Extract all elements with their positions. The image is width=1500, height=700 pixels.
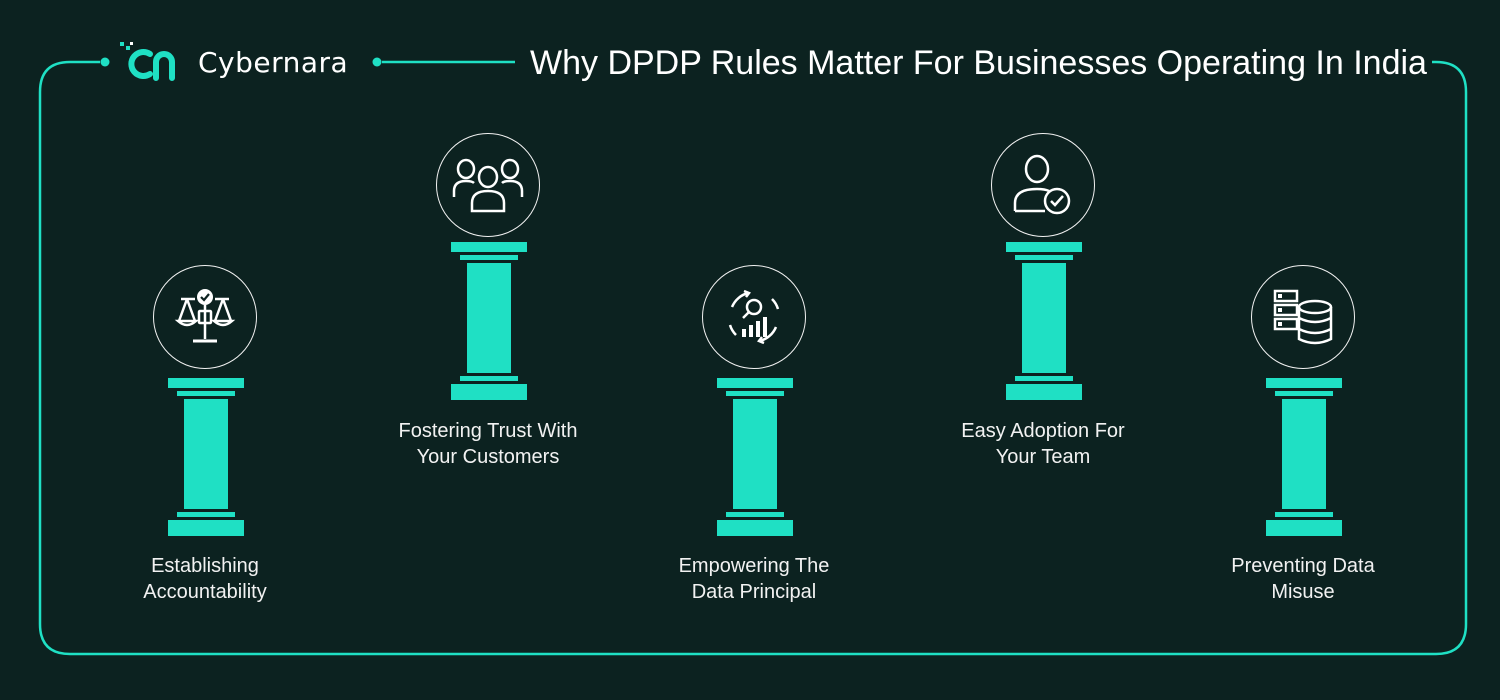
caption-2: Fostering Trust With Your Customers — [358, 418, 618, 470]
caption-line: Your Customers — [416, 446, 560, 468]
caption-line: Establishing — [151, 555, 259, 577]
search-analytics-icon — [702, 265, 806, 369]
caption-line: Empowering The — [678, 555, 830, 577]
pillar — [451, 242, 527, 400]
scales-check-icon — [153, 265, 257, 369]
caption-1: Establishing Accountability — [75, 553, 335, 605]
pillar — [1006, 242, 1082, 400]
caption-line: Preventing Data — [1231, 555, 1375, 577]
caption-line: Accountability — [143, 581, 267, 603]
brand-logo: Cybernara — [120, 40, 348, 84]
pillar — [168, 378, 244, 536]
caption-5: Preventing Data Misuse — [1173, 553, 1433, 605]
page-title: Why DPDP Rules Matter For Businesses Ope… — [530, 44, 1427, 82]
team-icon — [436, 133, 540, 237]
caption-line: Fostering Trust With — [398, 420, 578, 442]
caption-line: Misuse — [1271, 581, 1335, 603]
caption-line: Your Team — [995, 446, 1091, 468]
caption-4: Easy Adoption For Your Team — [913, 418, 1173, 470]
caption-line: Data Principal — [691, 581, 817, 603]
brand-name: Cybernara — [198, 45, 349, 79]
pillar — [717, 378, 793, 536]
user-check-icon — [991, 133, 1095, 237]
database-server-icon — [1251, 265, 1355, 369]
pillar — [1266, 378, 1342, 536]
caption-line: Easy Adoption For — [961, 420, 1125, 442]
cn-logo-icon — [120, 42, 175, 81]
caption-3: Empowering The Data Principal — [624, 553, 884, 605]
